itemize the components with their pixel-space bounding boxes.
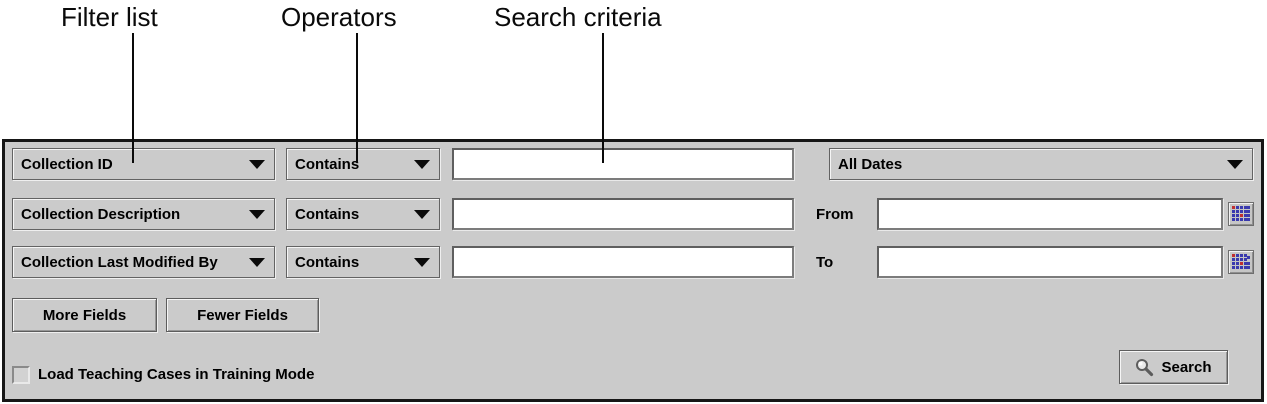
- criteria-input-2[interactable]: [452, 198, 794, 230]
- chevron-down-icon: [1227, 159, 1243, 169]
- filter-field-dropdown-1-value: Collection ID: [21, 155, 113, 173]
- fewer-fields-label: Fewer Fields: [197, 306, 288, 324]
- chevron-down-icon: [414, 159, 430, 169]
- fewer-fields-button[interactable]: Fewer Fields: [166, 298, 319, 332]
- callout-line-operators: [356, 33, 358, 163]
- callout-filter-list: Filter list: [61, 2, 158, 32]
- date-to-input[interactable]: [877, 246, 1223, 278]
- criteria-input-1[interactable]: [452, 148, 794, 180]
- operator-dropdown-1[interactable]: Contains: [286, 148, 440, 180]
- chevron-down-icon: [249, 209, 265, 219]
- operator-dropdown-2[interactable]: Contains: [286, 198, 440, 230]
- magnifier-icon: [1136, 358, 1154, 376]
- operator-dropdown-2-value: Contains: [295, 205, 360, 223]
- date-to-calendar-button[interactable]: [1228, 250, 1254, 274]
- date-from-input[interactable]: [877, 198, 1223, 230]
- training-mode-checkbox-label: Load Teaching Cases in Training Mode: [38, 366, 315, 383]
- date-range-dropdown[interactable]: All Dates: [829, 148, 1253, 180]
- more-fields-button[interactable]: More Fields: [12, 298, 157, 332]
- chevron-down-icon: [414, 209, 430, 219]
- filter-field-dropdown-2-value: Collection Description: [21, 205, 181, 223]
- callout-operators: Operators: [281, 2, 397, 32]
- chevron-down-icon: [414, 257, 430, 267]
- operator-dropdown-3-value: Contains: [295, 253, 360, 271]
- pixel-calendar-icon: [1232, 206, 1250, 221]
- filter-field-dropdown-3-value: Collection Last Modified By: [21, 253, 218, 271]
- chevron-down-icon: [249, 159, 265, 169]
- pixel-calendar-icon: [1232, 254, 1250, 269]
- operator-dropdown-1-value: Contains: [295, 155, 360, 173]
- callout-line-search-criteria: [602, 33, 604, 163]
- date-range-dropdown-value: All Dates: [838, 155, 903, 173]
- search-button-label: Search: [1161, 358, 1212, 376]
- operator-dropdown-3[interactable]: Contains: [286, 246, 440, 278]
- filter-field-dropdown-1[interactable]: Collection ID: [12, 148, 275, 180]
- filter-field-dropdown-3[interactable]: Collection Last Modified By: [12, 246, 275, 278]
- from-label: From: [816, 205, 854, 223]
- criteria-input-3[interactable]: [452, 246, 794, 278]
- search-button[interactable]: Search: [1119, 350, 1228, 384]
- callout-search-criteria: Search criteria: [494, 2, 662, 32]
- to-label: To: [816, 253, 834, 271]
- training-mode-checkbox[interactable]: [12, 366, 30, 384]
- chevron-down-icon: [249, 257, 265, 267]
- filter-field-dropdown-2[interactable]: Collection Description: [12, 198, 275, 230]
- date-from-calendar-button[interactable]: [1228, 202, 1254, 226]
- more-fields-label: More Fields: [42, 306, 127, 324]
- callout-line-filter-list: [132, 33, 134, 163]
